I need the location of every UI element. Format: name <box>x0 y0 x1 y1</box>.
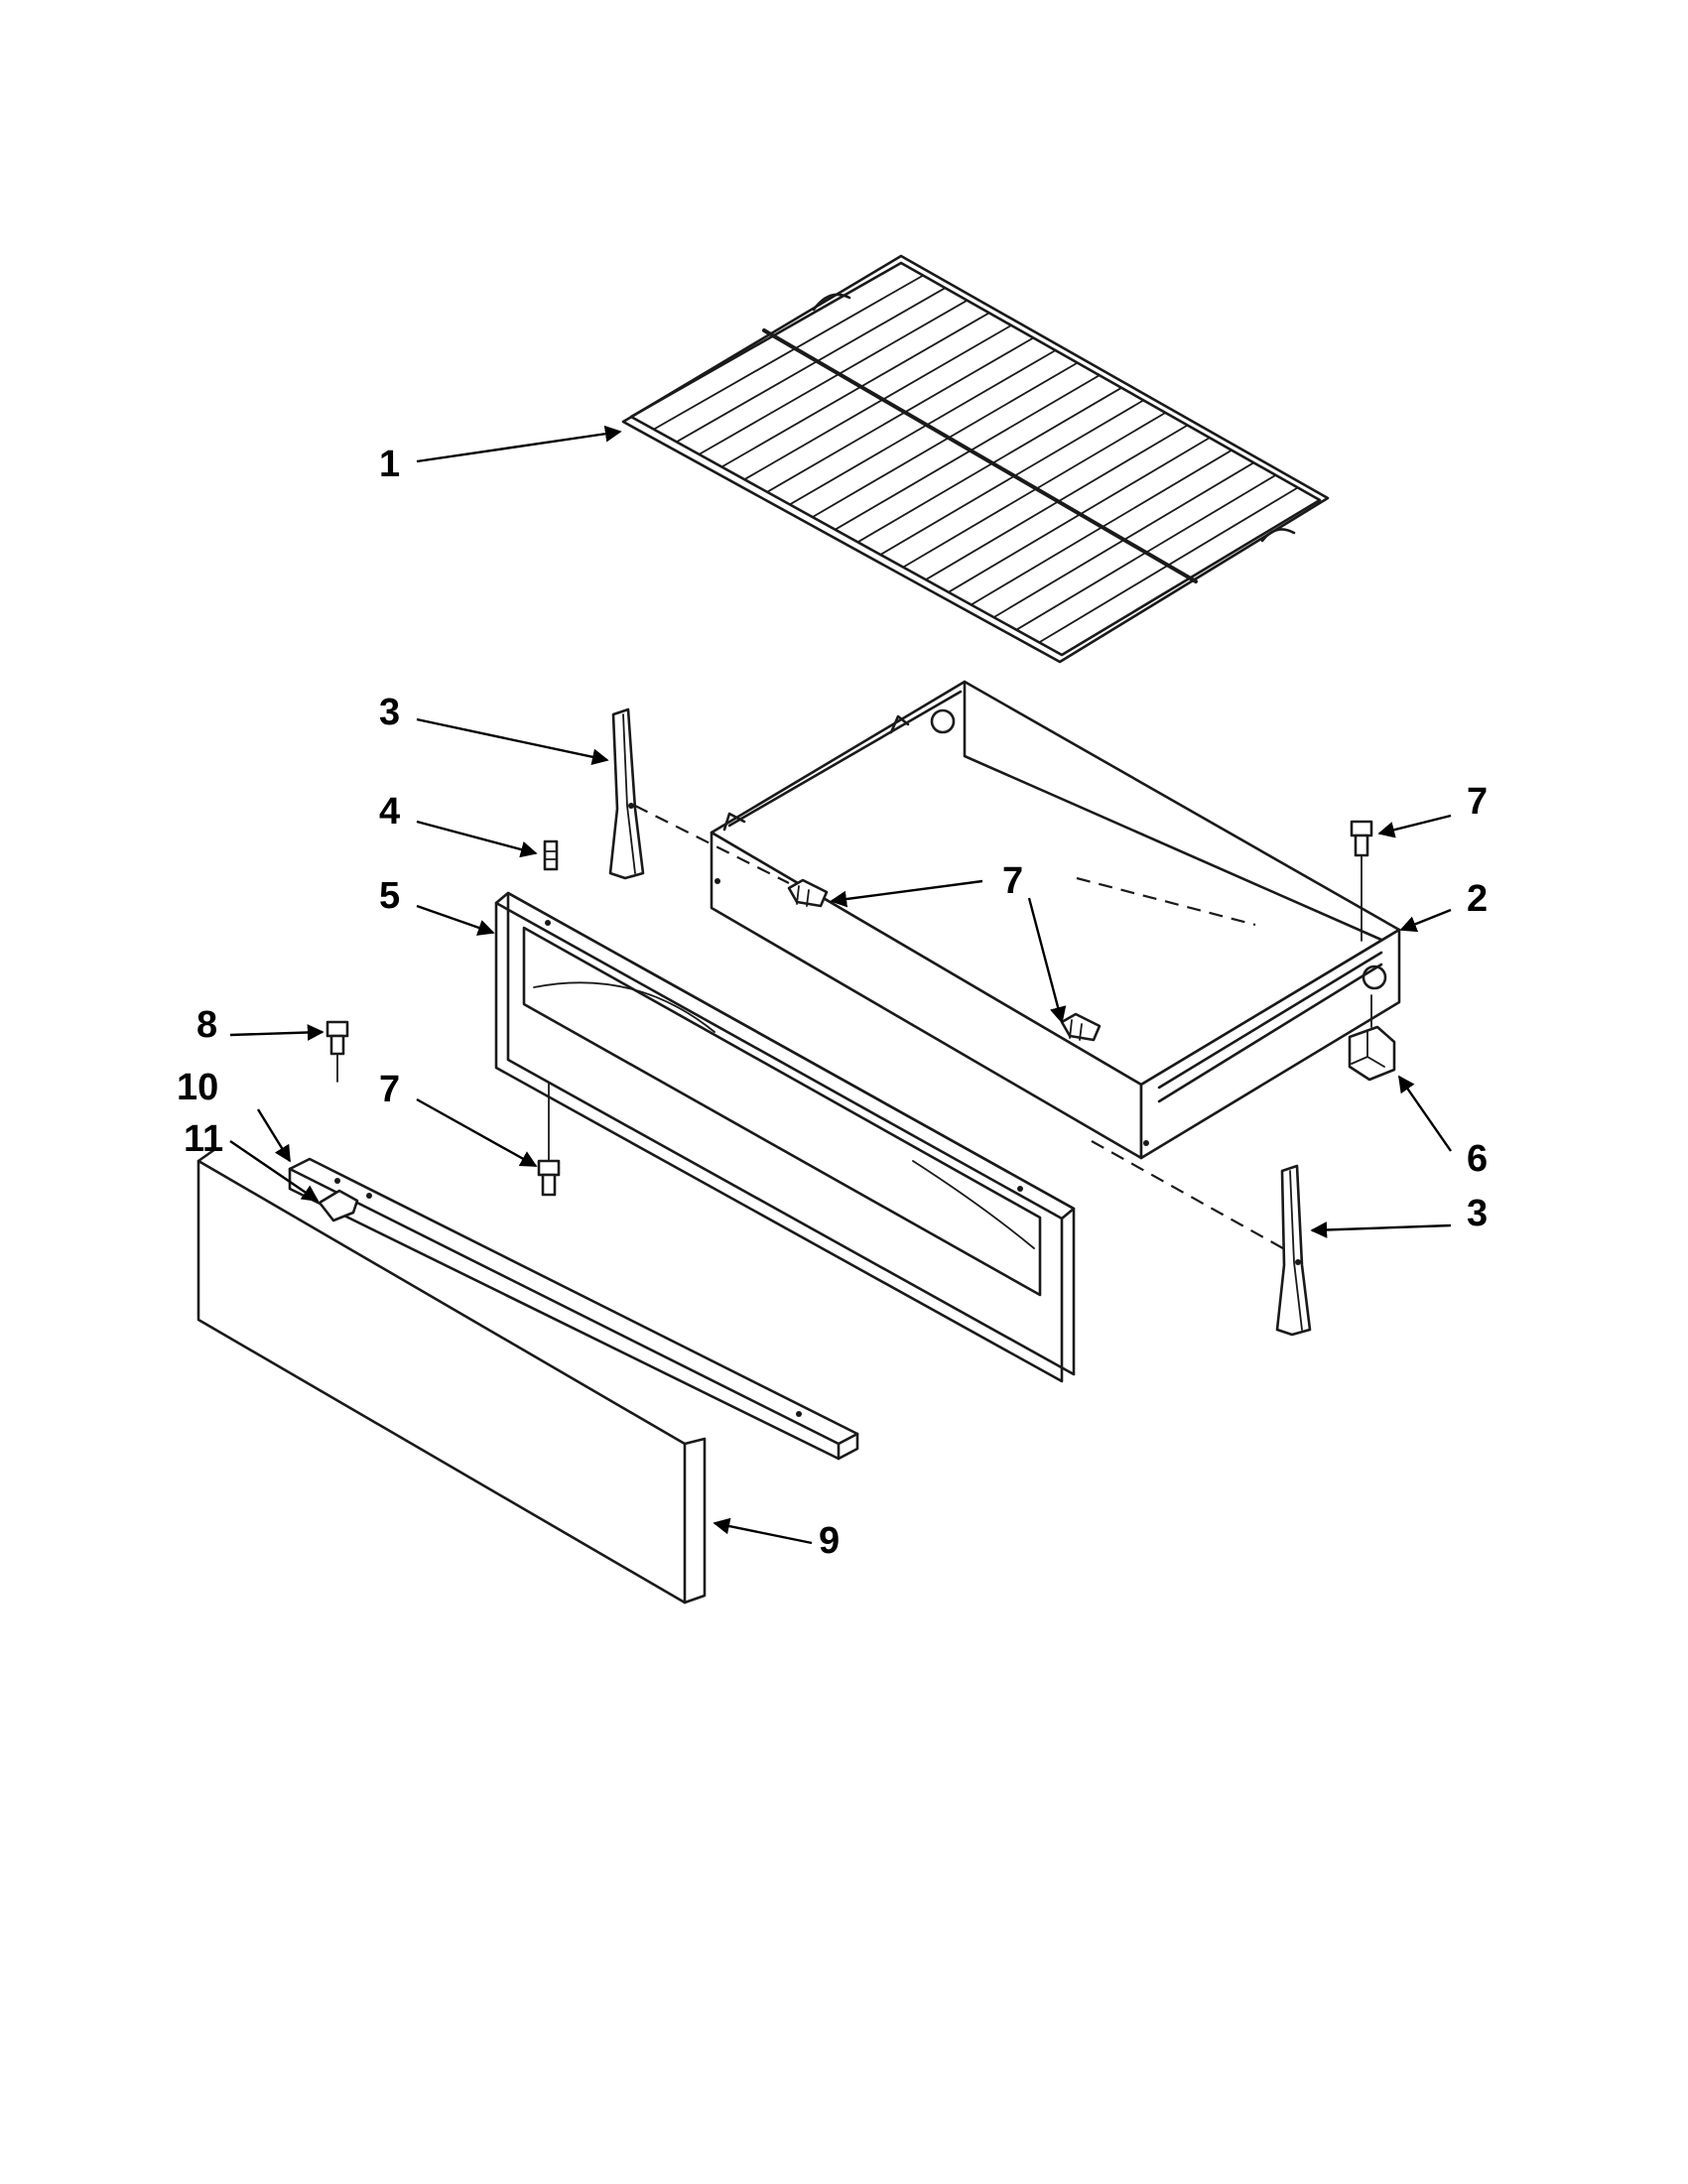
rack-wire <box>834 374 1101 531</box>
rack-wire <box>789 349 1057 506</box>
callout-7-middle: 7 <box>1002 860 1023 902</box>
screw-icon <box>787 878 829 908</box>
callout-1: 1 <box>379 444 400 485</box>
alignment-line-right <box>1091 1140 1291 1253</box>
oven-rack <box>621 254 1330 664</box>
callout-3-top: 3 <box>379 692 400 733</box>
stop-clip-icon <box>1348 994 1396 1082</box>
alignment-line-body <box>1076 876 1256 927</box>
callout-8: 8 <box>196 1004 217 1046</box>
screw-icon <box>537 1081 561 1197</box>
callout-3-bottom: 3 <box>1467 1193 1488 1234</box>
leader-lines <box>229 425 1452 1545</box>
screw-icon <box>1350 820 1373 942</box>
drawer-body <box>710 680 1401 1160</box>
slide-bracket-right <box>1275 1164 1312 1337</box>
trim-strip <box>288 1157 859 1461</box>
kick-panel <box>196 1147 707 1605</box>
screw-icon <box>325 1020 349 1083</box>
callout-10: 10 <box>177 1067 218 1108</box>
rack-wire <box>879 399 1145 556</box>
screw-icon <box>1060 1012 1102 1042</box>
callout-2: 2 <box>1467 878 1488 920</box>
rack-wire <box>720 312 990 468</box>
callout-6: 6 <box>1467 1138 1488 1180</box>
rack-wire <box>766 336 1035 493</box>
callout-11: 11 <box>184 1118 223 1160</box>
callout-5: 5 <box>379 875 400 917</box>
callout-4: 4 <box>379 791 400 833</box>
drawer-front-panel <box>494 891 1076 1383</box>
rack-wire <box>652 274 925 431</box>
rack-wire <box>811 361 1079 518</box>
callout-7-left: 7 <box>379 1069 400 1110</box>
slide-bracket-left <box>608 707 645 880</box>
rack-wire <box>856 386 1122 544</box>
callout-7-right: 7 <box>1467 781 1488 823</box>
rack-wire <box>698 299 969 455</box>
rack-wire <box>902 411 1167 569</box>
rack-wire <box>675 287 947 444</box>
rack-wires <box>652 274 1299 644</box>
callout-9: 9 <box>819 1520 840 1562</box>
alignment-line-left <box>634 805 790 884</box>
screw-icon <box>543 839 559 871</box>
rack-wire <box>743 323 1012 481</box>
badge-icon <box>318 1189 359 1222</box>
